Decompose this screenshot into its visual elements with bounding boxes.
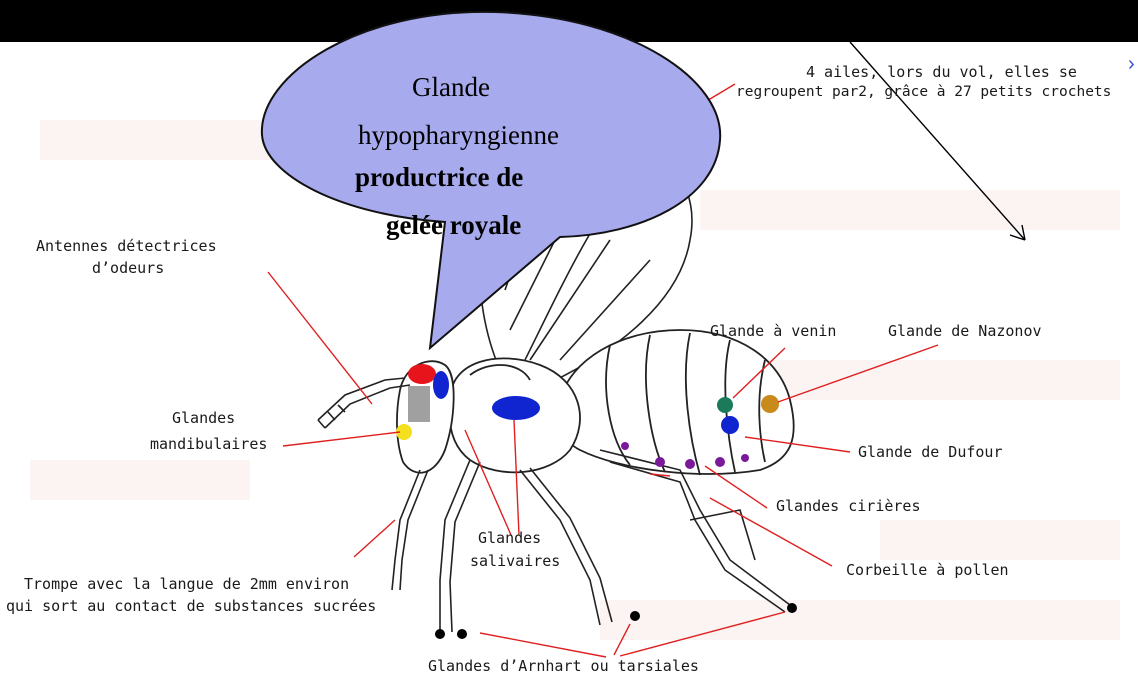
label-salivaires-line-2: salivaires: [470, 551, 560, 571]
label-mandibulaires-line-2: mandibulaires: [150, 434, 267, 454]
corner-mark: ›: [1128, 53, 1135, 75]
gland-nazonov-orange: [761, 395, 779, 413]
gland-salivaires-blue: [492, 396, 540, 420]
label-trompe-line-1: Trompe avec la langue de 2mm environ: [24, 574, 349, 594]
label-trompe-line-2: qui sort au contact de substances sucrée…: [6, 596, 376, 616]
eye-blue: [433, 371, 449, 399]
label-mandibulaires-line-1: Glandes: [172, 408, 235, 428]
bubble-line-1: Glande: [412, 70, 490, 104]
gland-venin-green: [717, 397, 733, 413]
bubble-line-2: hypopharyngienne: [358, 118, 559, 152]
label-corbeille: Corbeille à pollen: [846, 560, 1009, 580]
label-antennes-line-1: Antennes détectrices: [36, 236, 217, 256]
bubble-line-4: gelée royale: [386, 208, 521, 242]
label-dufour: Glande de Dufour: [858, 442, 1003, 462]
label-antennes-line-2: d’odeurs: [92, 258, 164, 278]
bubble-line-3: productrice de: [355, 160, 523, 194]
gland-dufour-blue: [721, 416, 739, 434]
label-cirieres: Glandes cirières: [776, 496, 921, 516]
label-salivaires-line-1: Glandes: [478, 528, 541, 548]
label-wings-line-1: 4 ailes, lors du vol, elles se: [806, 62, 1077, 82]
gland-hypopharyngienne-red: [408, 364, 436, 384]
label-wings-line-2: regroupent par2, grâce à 27 petits croch…: [736, 82, 1111, 102]
gland-checker: [408, 386, 430, 422]
label-nazonov: Glande de Nazonov: [888, 321, 1042, 341]
label-venin: Glande à venin: [710, 321, 836, 341]
label-arnhart: Glandes d’Arnhart ou tarsiales: [428, 656, 699, 676]
